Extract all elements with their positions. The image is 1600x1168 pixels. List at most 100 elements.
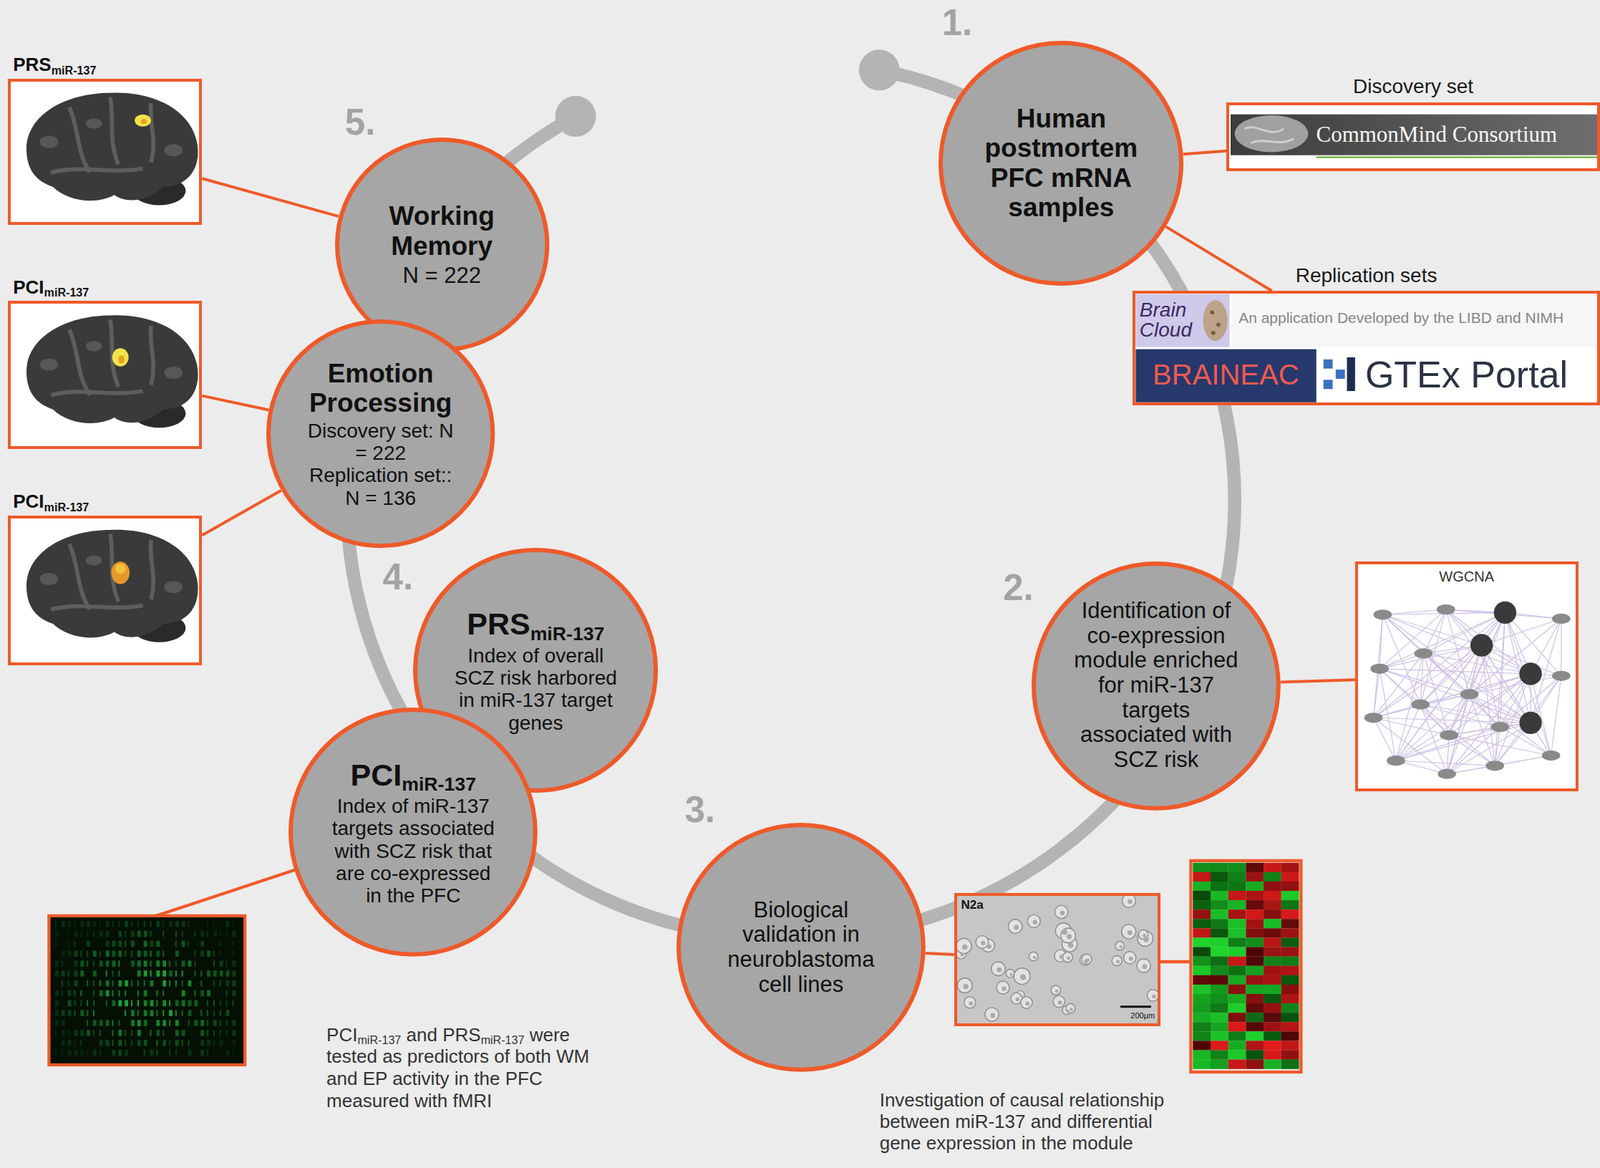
heatmap-cell (1281, 909, 1300, 919)
heatmap-cell (1210, 975, 1229, 985)
leader-line (925, 952, 955, 955)
heatmap-cell (1192, 956, 1211, 966)
network-edge (1481, 645, 1552, 756)
heatmap-cell (1263, 871, 1282, 882)
network-edge (1420, 704, 1449, 736)
heatmap-cell (1281, 937, 1300, 947)
cell (956, 937, 973, 954)
code-digit (156, 1029, 160, 1036)
panel-heading: Discovery set (1229, 75, 1598, 98)
circle-content: PRSmiR-137Index of overall SCZ risk harb… (449, 607, 622, 735)
code-digit (162, 970, 167, 977)
heatmap-cell (1281, 1002, 1300, 1013)
image-panel: N2a200µm (954, 892, 1161, 1026)
code-digit (131, 940, 135, 948)
code-digit (99, 930, 104, 938)
heatmap-cell (1228, 1002, 1247, 1013)
arc-end-dot (859, 49, 900, 91)
panel-text-wrap: N2a (960, 897, 1002, 912)
code-digit (93, 970, 97, 977)
code-digit (175, 940, 177, 948)
heatmap-cell (1210, 1030, 1229, 1041)
cell (1027, 914, 1041, 928)
heatmap-cell (1192, 1021, 1211, 1031)
cell-nucleus (1020, 974, 1026, 981)
cell-nucleus (1015, 997, 1020, 1001)
code-digit (168, 920, 173, 928)
heatmap-cell (1210, 918, 1229, 928)
panel-text-wrap: BRAINEAC (1135, 358, 1316, 391)
code-digit (131, 930, 135, 938)
network-node (1490, 721, 1510, 732)
heatmap-cell (1245, 1049, 1264, 1059)
code-digit (143, 970, 148, 977)
activation-blob (118, 355, 125, 363)
code-digit (231, 970, 236, 977)
code-digit (168, 980, 171, 987)
code-digit (143, 920, 146, 928)
code-digit (150, 949, 152, 957)
code-digit (124, 940, 126, 948)
subscript: miR-137 (530, 622, 605, 645)
code-digit (181, 940, 186, 948)
code-digit (73, 970, 78, 977)
code-digit (162, 980, 167, 987)
code-digit (118, 940, 122, 948)
network-edge (1373, 673, 1532, 718)
heatmap-cell (1245, 881, 1264, 891)
panel-heading-wrap: PCImiR-137 (12, 277, 89, 298)
code-digit (105, 949, 110, 957)
cell-nucleus (1142, 933, 1147, 938)
code-digit (118, 930, 122, 938)
network-node (1470, 633, 1493, 656)
heatmap-cell (1245, 1002, 1264, 1013)
code-digit (112, 1049, 116, 1056)
cell (1007, 919, 1023, 934)
code-digit (143, 1009, 148, 1016)
code-digit (93, 1049, 97, 1056)
heatmap-cell (1210, 899, 1229, 910)
code-digit (73, 1049, 78, 1056)
code-frame (48, 915, 245, 1065)
code-digit (80, 920, 84, 928)
code-digit (213, 960, 215, 967)
heatmap-cell (1263, 993, 1282, 1003)
code-digit (231, 960, 236, 967)
heatmap-cell (1281, 1021, 1300, 1031)
code-digit (156, 990, 158, 997)
panel-text-wrap: WGCNA (1358, 568, 1576, 585)
panel-text: WGCNA (1358, 568, 1576, 585)
heatmap-cell (1228, 1030, 1247, 1041)
panel-text: An application Developed by the LIBD and… (1238, 309, 1594, 327)
code-digit (175, 1019, 179, 1026)
cell (1013, 967, 1031, 985)
code-digit (99, 1049, 101, 1056)
cell-nucleus (1060, 910, 1065, 915)
leader-line (1166, 226, 1273, 292)
network-edge (1469, 693, 1501, 727)
code-digit (231, 1039, 236, 1046)
cell-nucleus (1085, 957, 1090, 962)
panel-heading-wrap: PRSmiR-137 (12, 54, 96, 76)
cell-nucleus (996, 967, 1002, 973)
heatmap-cell (1263, 947, 1282, 957)
code-digit (131, 1000, 133, 1007)
code-digit (68, 940, 70, 948)
heatmap-cell (1192, 993, 1211, 1003)
code-digit (200, 1009, 202, 1016)
logo-brain (1234, 115, 1309, 152)
code-digit (168, 1039, 171, 1046)
heatmap-cell (1192, 899, 1211, 910)
cell-nucleus (1127, 929, 1133, 935)
code-digit (112, 920, 114, 928)
heatmap-cell (1263, 965, 1282, 976)
code-digit (112, 960, 116, 967)
cell (1062, 952, 1073, 963)
circle-text: Biological validation in neuroblastoma c… (718, 897, 884, 997)
code-digit (206, 1009, 209, 1016)
code-digit (213, 1049, 215, 1056)
heatmap-cell (1228, 947, 1247, 957)
logo-line (1316, 156, 1600, 158)
step-number: 1. (942, 4, 973, 41)
heatmap-cell (1192, 1040, 1211, 1050)
